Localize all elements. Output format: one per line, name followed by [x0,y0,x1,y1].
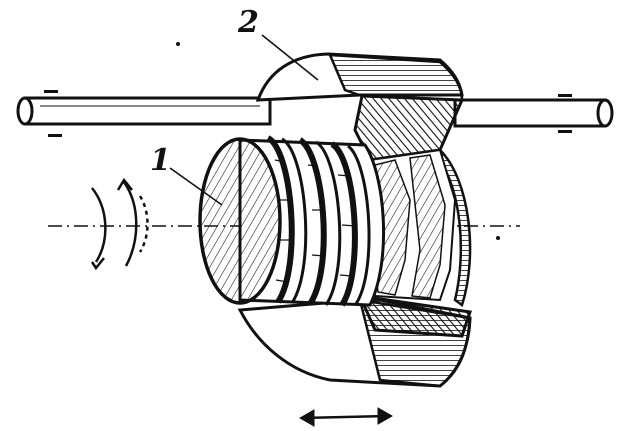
rotation-arrows-icon [90,177,149,271]
label-nut: 2 [237,5,259,40]
guide-rod-right [453,98,614,128]
guide-rod-left [16,96,272,126]
leader-screw [169,167,223,206]
leader-nut [261,34,319,81]
label-screw: 1 [150,143,171,178]
double-arrow-icon [298,407,394,427]
scan-marks [44,42,572,240]
screw [198,135,386,307]
